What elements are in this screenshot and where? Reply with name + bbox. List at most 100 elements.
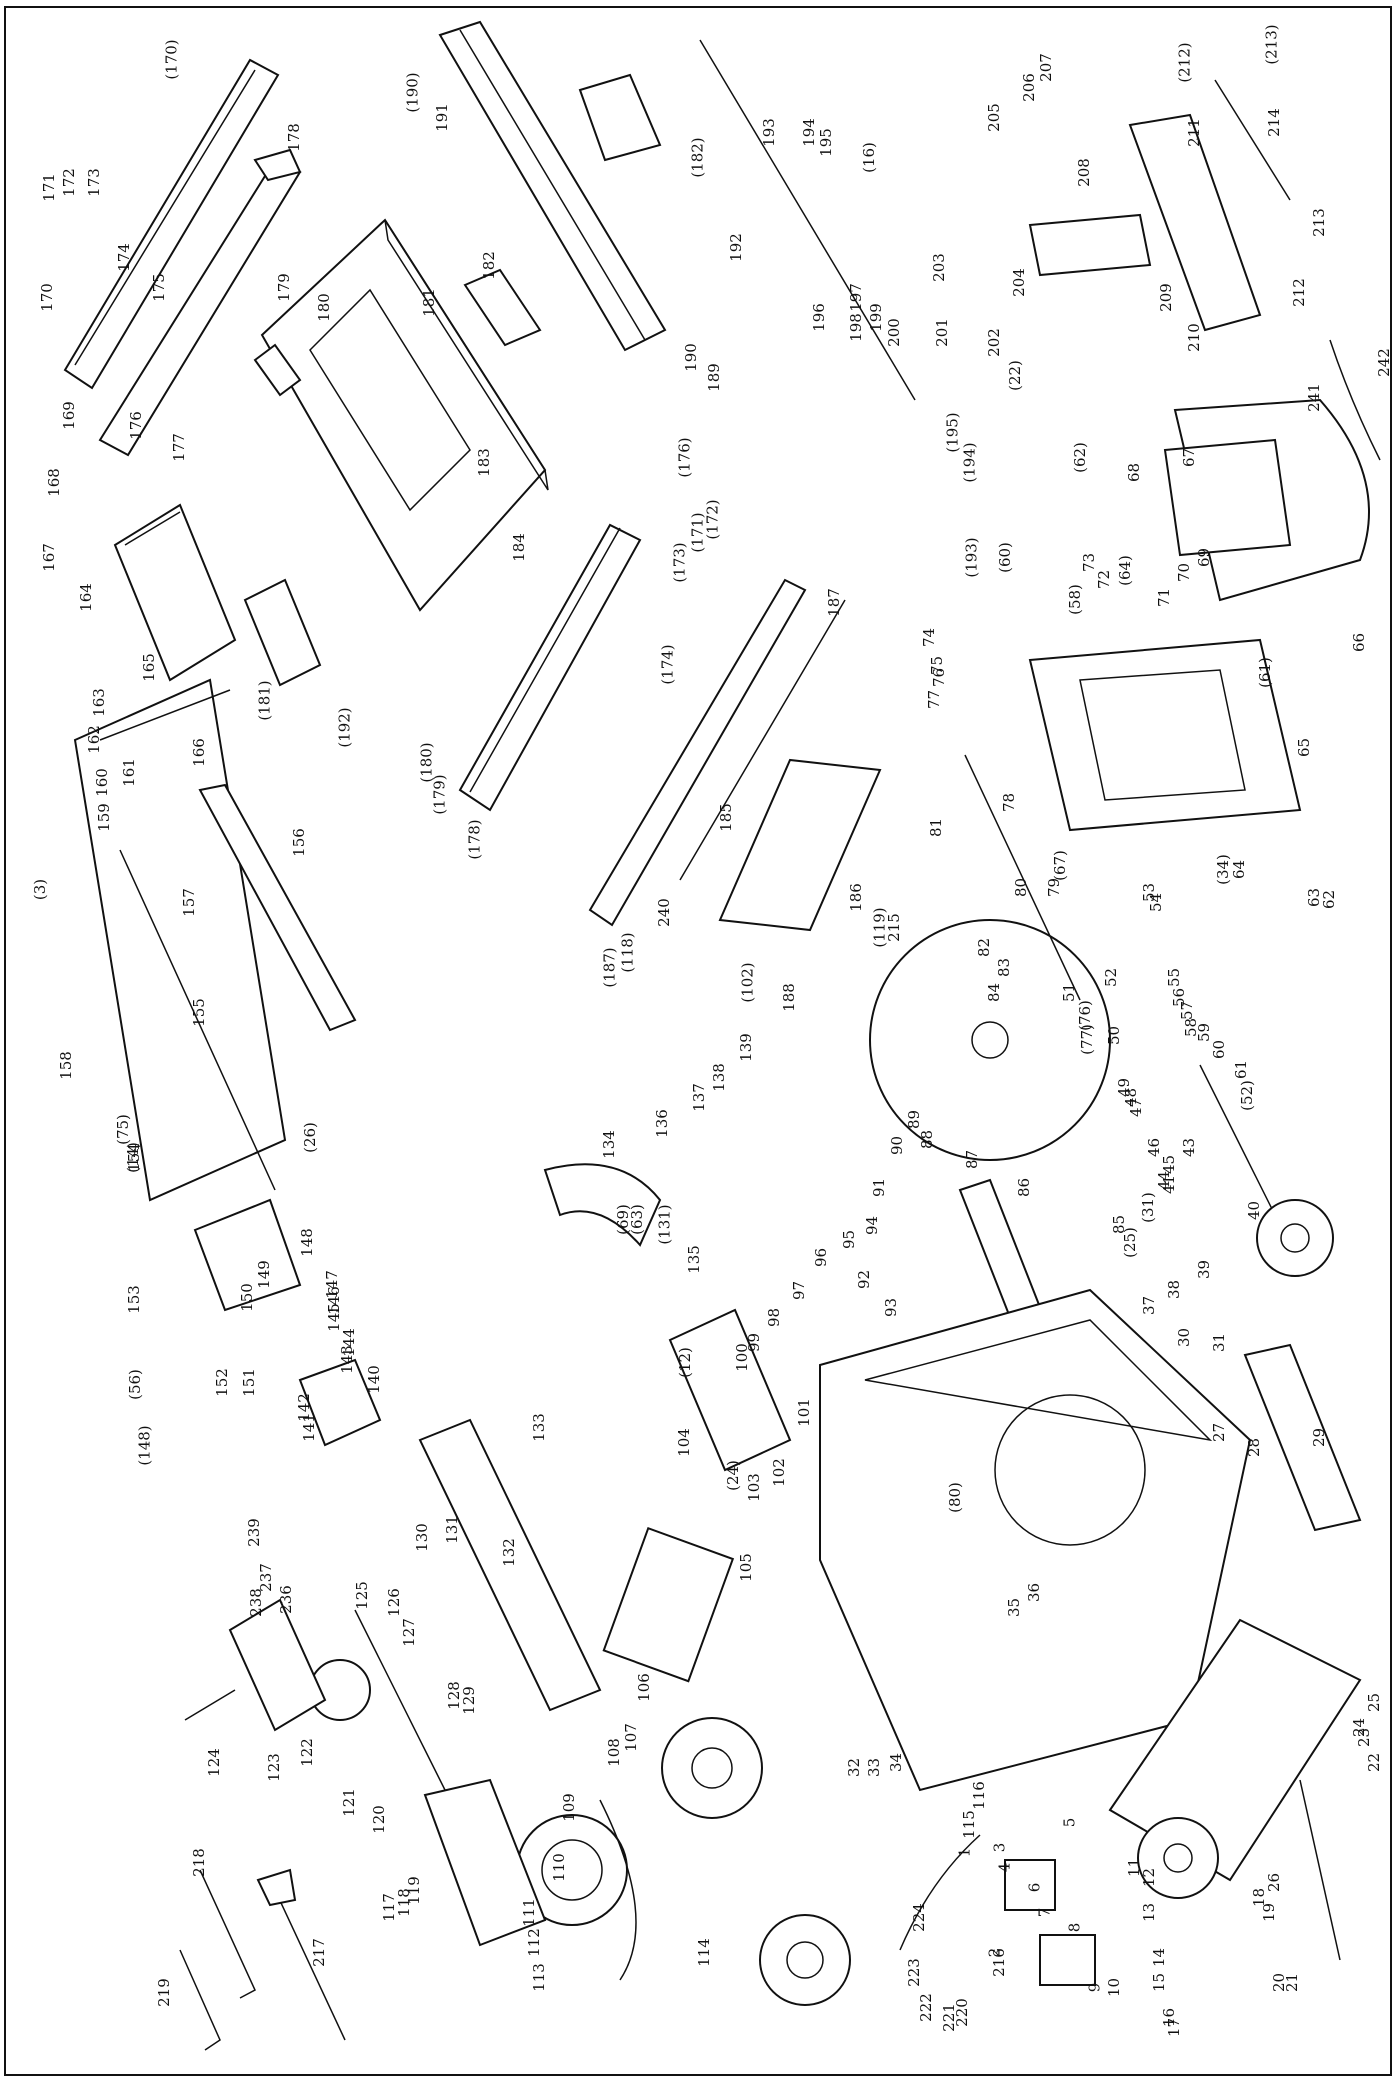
hose-242 <box>1329 339 1381 461</box>
part-label: (192) <box>335 707 354 748</box>
part-label: 210 <box>1184 323 1203 352</box>
part-label: 204 <box>1009 268 1028 297</box>
fence-rail-186 <box>679 599 846 881</box>
part-label: (67) <box>1050 850 1069 881</box>
part-label: 8 <box>1065 1922 1084 1933</box>
part-label: (213) <box>1262 24 1281 65</box>
part-label: 76 <box>930 667 949 688</box>
arm-132 <box>418 1418 602 1712</box>
part-label: 96 <box>812 1247 831 1268</box>
part-label: 169 <box>59 401 78 430</box>
part-label: (195) <box>943 412 962 453</box>
gearbox-100 <box>668 1308 792 1472</box>
part-label: 224 <box>909 1903 928 1932</box>
part-label: 109 <box>559 1793 578 1822</box>
part-label: (170) <box>162 39 181 80</box>
part-label: 60 <box>1210 1039 1229 1060</box>
part-label: 71 <box>1155 587 1174 608</box>
part-label: 181 <box>419 288 438 317</box>
part-label: 172 <box>59 168 78 197</box>
part-label: 200 <box>884 318 903 347</box>
part-label: 5 <box>1060 1817 1079 1828</box>
part-label: 188 <box>779 983 798 1012</box>
part-label: 171 <box>39 173 58 202</box>
part-label: 14 <box>1150 1947 1169 1968</box>
part-label: 49 <box>1115 1077 1134 1098</box>
part-label: 136 <box>652 1109 671 1138</box>
part-label: 191 <box>432 103 451 132</box>
guard-bracket-67 <box>1163 438 1292 557</box>
part-label: 50 <box>1105 1025 1124 1046</box>
part-label: 113 <box>529 1963 548 1992</box>
part-label: 3 <box>990 1842 1009 1853</box>
part-label: 28 <box>1245 1437 1264 1458</box>
part-label: 35 <box>1005 1597 1024 1618</box>
rod-214 <box>1214 79 1291 201</box>
part-label: 148 <box>297 1228 316 1257</box>
part-label: 68 <box>1125 462 1144 483</box>
part-label: 64 <box>1230 859 1249 880</box>
arc-plate-134 <box>543 1163 662 1247</box>
part-label: 165 <box>139 653 158 682</box>
part-label: 90 <box>888 1135 907 1156</box>
part-label: 214 <box>1264 108 1283 137</box>
part-label: (174) <box>658 644 677 685</box>
part-label: 158 <box>56 1051 75 1080</box>
part-label: 93 <box>882 1297 901 1318</box>
part-label: (80) <box>945 1482 964 1513</box>
part-label: 39 <box>1195 1259 1214 1280</box>
part-label: 15 <box>1150 1972 1169 1993</box>
part-label: 65 <box>1295 737 1314 758</box>
part-label: (212) <box>1175 42 1194 83</box>
part-label: 66 <box>1350 632 1369 653</box>
part-label: 142 <box>294 1393 313 1422</box>
part-label: 156 <box>289 828 308 857</box>
part-label: 207 <box>1036 53 1055 82</box>
part-label: (193) <box>962 537 981 578</box>
part-label: 87 <box>963 1149 982 1170</box>
part-label: 147 <box>322 1270 341 1299</box>
part-label: 189 <box>704 363 723 392</box>
part-label: 24 <box>1350 1717 1369 1738</box>
part-label: 192 <box>726 233 745 262</box>
part-label: 30 <box>1175 1327 1194 1348</box>
part-label: 10 <box>1105 1977 1124 1998</box>
hex-key-218 <box>199 1869 256 1999</box>
part-label: 132 <box>499 1538 518 1567</box>
bracket-181-top <box>578 73 662 162</box>
part-label: 182 <box>479 251 498 280</box>
rail-156 <box>198 783 357 1032</box>
part-label: 173 <box>84 168 103 197</box>
part-label: 140 <box>364 1365 383 1394</box>
part-label: (58) <box>1065 584 1084 615</box>
switch-box-140 <box>298 1358 382 1447</box>
part-label: 36 <box>1025 1582 1044 1603</box>
part-label: 164 <box>76 583 95 612</box>
part-label: 150 <box>237 1283 256 1312</box>
armature-105 <box>602 1526 735 1683</box>
part-label: (173) <box>670 542 689 583</box>
part-label: 170 <box>37 283 56 312</box>
part-label: 208 <box>1074 158 1093 187</box>
part-label: 22 <box>1365 1752 1384 1773</box>
part-label: 161 <box>119 758 138 787</box>
part-label: 203 <box>929 253 948 282</box>
arm-209 <box>1028 213 1152 277</box>
part-label: 32 <box>845 1757 864 1778</box>
part-label: (56) <box>125 1369 144 1400</box>
part-label: 157 <box>179 888 198 917</box>
part-label: 215 <box>884 913 903 942</box>
part-label: 114 <box>694 1938 713 1967</box>
fence-184 <box>458 523 642 812</box>
part-label: 218 <box>189 1848 208 1877</box>
bracket-149 <box>193 1198 302 1312</box>
part-label: (178) <box>465 819 484 860</box>
part-label: 97 <box>790 1280 809 1301</box>
part-label: (77) <box>1077 1024 1096 1055</box>
part-label: (194) <box>960 442 979 483</box>
part-label: 52 <box>1102 967 1121 988</box>
wheel-224 <box>759 1914 851 2006</box>
part-label: 211 <box>1184 118 1203 147</box>
part-label: 88 <box>918 1129 937 1150</box>
part-label: (63) <box>627 1204 646 1235</box>
